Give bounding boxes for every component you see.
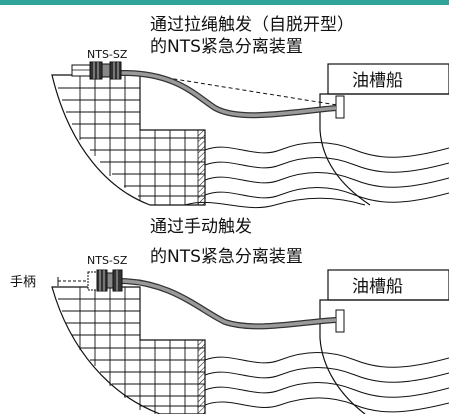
top-ship-hull xyxy=(51,74,206,206)
top-nts-coupling xyxy=(71,61,122,80)
top-device-label: NTS-SZ xyxy=(87,48,128,61)
top-hose xyxy=(119,69,337,119)
top-title-line1: 通过拉绳触发（自脱开型） xyxy=(150,15,354,35)
manual-handle xyxy=(57,277,88,286)
bottom-title-line2: 的NTS紧急分离装置 xyxy=(150,247,303,267)
handle-label: 手柄 xyxy=(10,275,36,290)
bottom-title-line1: 通过手动触发 xyxy=(150,217,252,237)
top-tanker: 油槽船 xyxy=(319,63,449,206)
top-panel: 通过拉绳触发（自脱开型） 的NTS紧急分离装置 NTS-SZ xyxy=(51,15,449,209)
bottom-tanker-label: 油槽船 xyxy=(352,277,403,297)
top-waves xyxy=(184,142,449,209)
bottom-device-label: NTS-SZ xyxy=(87,254,128,267)
accent-bar xyxy=(0,0,449,5)
top-tanker-label: 油槽船 xyxy=(352,71,403,91)
top-title-line2: 的NTS紧急分离装置 xyxy=(150,37,303,57)
bottom-ship-hull xyxy=(51,286,206,414)
bottom-hose xyxy=(119,278,337,330)
bottom-nts-coupling xyxy=(87,269,123,292)
bottom-waves xyxy=(204,352,449,413)
bottom-panel: 通过手动触发 的NTS紧急分离装置 NTS-SZ 手柄 xyxy=(10,217,449,414)
bottom-tanker: 油槽船 xyxy=(319,269,449,414)
